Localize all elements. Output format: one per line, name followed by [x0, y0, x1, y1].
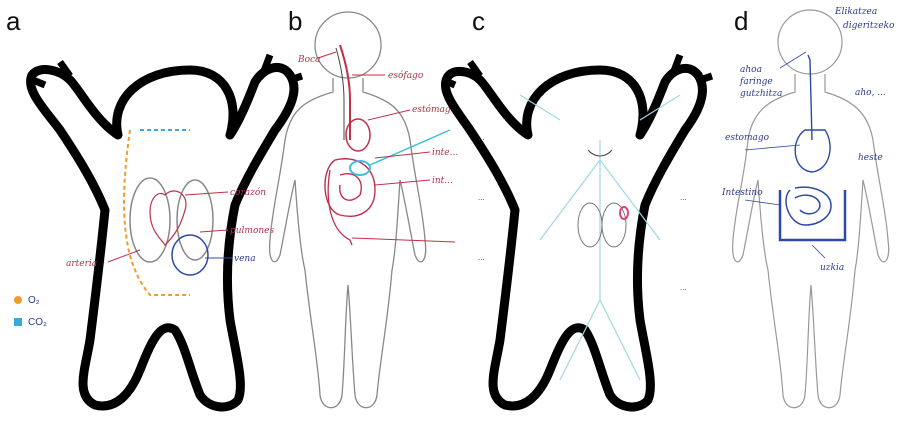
- esophagus-b2: [336, 48, 344, 140]
- note-d-2: digeritzeko: [843, 21, 895, 31]
- panel-letter-a: a: [6, 6, 21, 36]
- legend-co2-label: CO₂: [28, 317, 47, 328]
- panel-letter-b: b: [288, 6, 302, 36]
- label-esophagus-d: gutzhitza: [740, 89, 782, 99]
- legend-co2-swatch: [14, 318, 22, 326]
- lung-left-c: [578, 203, 602, 247]
- panel-d: d ahoa faringe gutzhitza estomago Intest…: [721, 6, 895, 408]
- lung-left-a: [130, 178, 170, 262]
- esophagus-d: [808, 55, 812, 140]
- label-mouth-d: ahoa: [740, 65, 762, 75]
- note-c-4: ...: [680, 194, 687, 202]
- legend-o2-label: O₂: [28, 295, 40, 306]
- label-heart-a: corazón: [230, 187, 266, 198]
- note-c-5: ...: [680, 284, 687, 292]
- vessel-loop-a: [124, 130, 190, 295]
- pointer-lung: [200, 230, 228, 232]
- stomach-d: [795, 130, 830, 172]
- body-outline-a: [31, 67, 294, 407]
- pointer-heart: [185, 192, 228, 195]
- label-intestine-b2: int...: [432, 176, 453, 186]
- note-d-1: Elikatzea: [834, 7, 877, 17]
- label-vein-a: vena: [234, 254, 256, 264]
- label-intestine-b1: inte...: [432, 148, 458, 158]
- pointer-colon-b: [352, 238, 455, 242]
- small-intestine-d: [786, 187, 831, 225]
- panel-b: b Boca esófago estómago inte... int...: [270, 6, 459, 408]
- body-outline-c: [445, 68, 702, 407]
- head-outline-b: [315, 12, 381, 78]
- label-large-intestine-d: heste: [858, 153, 883, 163]
- label-anus-d: uzkia: [820, 263, 844, 273]
- note-c-3: ...: [478, 254, 485, 262]
- pointer-intestine-b: [375, 152, 430, 158]
- pointer-artery: [108, 250, 140, 262]
- pointer-intestine-b2: [375, 180, 430, 185]
- label-stomach-d: estomago: [725, 133, 770, 143]
- panel-c: c ... ... ... ... ...: [443, 6, 712, 407]
- panel-letter-d: d: [734, 6, 748, 36]
- colon-b: [328, 170, 352, 245]
- label-small-intestine-d: Intestino: [721, 188, 763, 198]
- label-pharynx-d: faringe: [739, 77, 773, 87]
- label-mouth-b: Boca: [297, 55, 320, 65]
- pointer-intestine-d: [745, 200, 780, 205]
- label-esophagus-b: esófago: [388, 70, 424, 81]
- panel-a: a corazón pulmones vena arteria O₂ CO₂: [6, 6, 302, 407]
- label-lung-a: pulmones: [230, 226, 275, 236]
- label-artery-a: arteria: [66, 259, 97, 269]
- pointer-mouth-b: [318, 52, 336, 58]
- kidney-a: [172, 235, 208, 275]
- legend-o2-swatch: [14, 296, 22, 304]
- note-d-3: aho, ...: [855, 88, 886, 98]
- pointer-anus-d: [812, 245, 825, 258]
- note-c-2: ...: [478, 194, 485, 202]
- note-c-1: ...: [478, 134, 485, 142]
- panel-letter-c: c: [472, 6, 485, 36]
- lung-right-c: [602, 203, 626, 247]
- pointer-stomach-d: [745, 145, 800, 150]
